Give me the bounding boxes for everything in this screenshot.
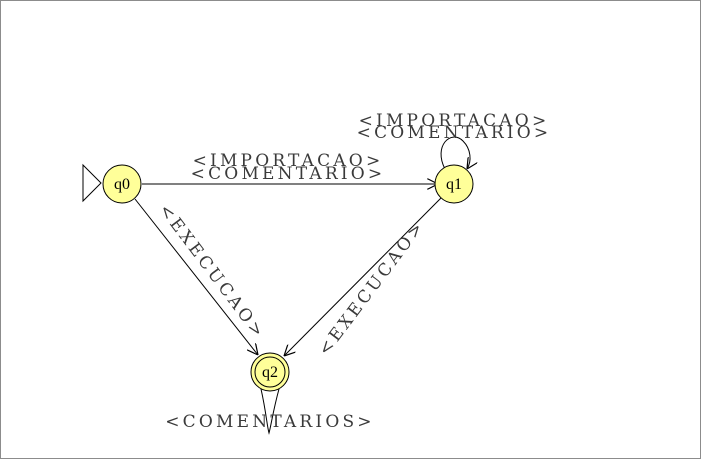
state-q1[interactable]: q1 <box>434 164 474 204</box>
state-q2[interactable]: q2 <box>250 352 290 392</box>
label-q1-q2-execucao: <EXECUCAO> <box>315 216 430 359</box>
label-q0-q2-execucao: <EXECUCAO> <box>155 200 270 343</box>
edge-q0-q2 <box>134 198 258 355</box>
label-q2-loop-comentarios: <COMENTARIOS> <box>165 412 375 432</box>
state-q0-circle <box>102 164 142 204</box>
state-q2-inner-circle <box>254 356 286 388</box>
label-q0-q1-comentario: <COMENTARIO> <box>191 164 386 184</box>
edge-q1-q2 <box>284 197 442 356</box>
state-q1-circle <box>434 164 474 204</box>
label-q1-loop-comentario: <COMENTARIO> <box>357 123 552 143</box>
initial-state-arrow <box>82 163 102 203</box>
edge-q1-self-loop <box>440 136 470 169</box>
edge-q2-self-loop <box>260 388 280 435</box>
state-q2-outer-circle <box>250 352 290 392</box>
state-q0[interactable]: q0 <box>102 164 142 204</box>
state-q1-label: q1 <box>446 176 462 193</box>
label-q1-loop-importacao: <IMPORTACAO> <box>359 111 550 131</box>
state-q2-label: q2 <box>262 364 278 381</box>
label-q0-q1-importacao: <IMPORTACAO> <box>193 151 384 171</box>
state-q0-label: q0 <box>114 176 130 193</box>
